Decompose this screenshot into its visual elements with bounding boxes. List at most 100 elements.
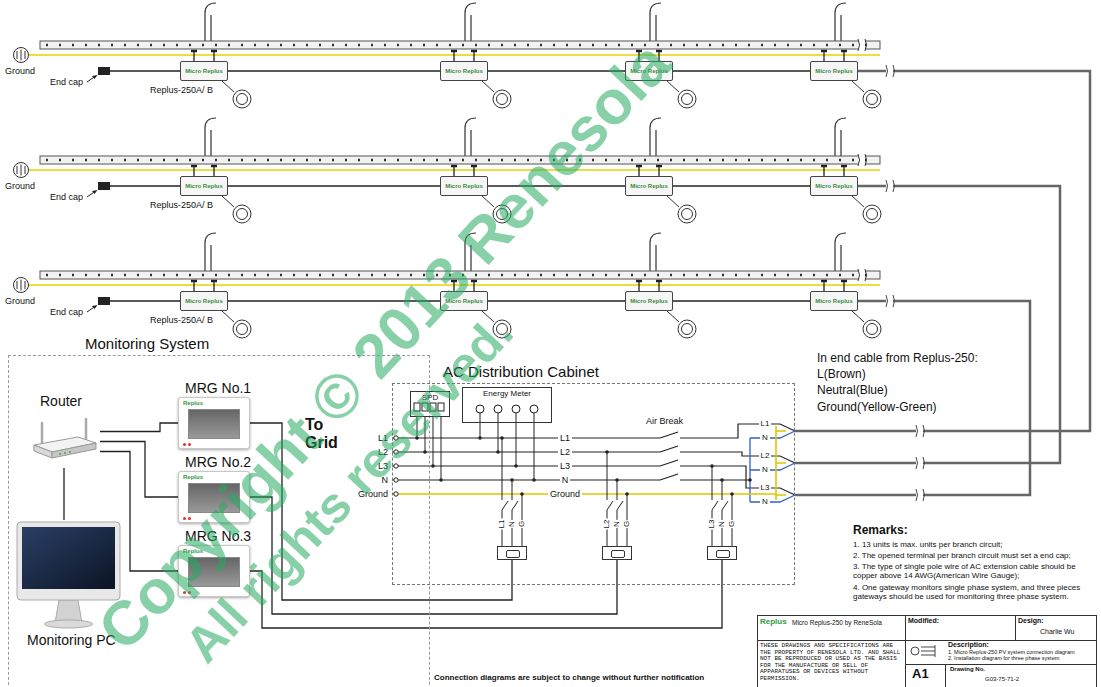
bus-label: Ground (548, 489, 582, 499)
bus-label: N (560, 475, 571, 485)
remark-item: 4. One gateway monitors single phase sys… (853, 583, 1097, 601)
brand-label: Replus (183, 474, 203, 481)
microinverter-box: Micro Replus (180, 291, 228, 311)
inverter-label: Micro Replus (185, 183, 223, 190)
text-group: In end cable from Replus-250:L(Brown)Neu… (817, 350, 1022, 415)
cable-note: Ground(Yellow-Green) (817, 399, 1022, 415)
title-cell: Micro Replus-250 by ReneSola (792, 619, 882, 626)
model-label: Replus-250A/ B (150, 315, 213, 325)
device-label: Energy Meter (483, 389, 531, 398)
terminal-label: N (760, 465, 770, 474)
remark-item: 3. The type of single pole wire of AC ex… (853, 562, 1097, 580)
microinverter-box: Micro Replus (810, 176, 858, 196)
connector-line (228, 70, 440, 71)
socket-box: L1NG (497, 546, 527, 560)
connector-line (795, 301, 1030, 495)
terminal-label: N (760, 433, 770, 442)
remark-item: 1. 13 units is max. units per branch cir… (853, 540, 1097, 549)
microinverter-box: Micro Replus (180, 61, 228, 81)
inverter-label: Micro Replus (185, 68, 223, 75)
footer-note: Connection diagrams are subject to chang… (434, 673, 704, 682)
cable-note: Neutral(Blue) (817, 382, 1022, 398)
socket-face (506, 550, 520, 558)
microinverter-box: Micro Replus (440, 61, 488, 81)
gateway-heading: MRG No.1 (185, 380, 251, 396)
region-heading: Monitoring System (85, 335, 209, 352)
inverter-label: Micro Replus (445, 183, 483, 190)
connector-line (673, 185, 810, 186)
pin-label: L2 (603, 519, 611, 530)
connector-line (795, 186, 1060, 463)
drawing-number: G03-75-71-2 (985, 676, 1019, 683)
socket-face (716, 550, 730, 558)
description-item: 2. Installation diagram for three phase … (948, 655, 1096, 661)
inverter-label: Micro Replus (815, 298, 853, 305)
socket-face (611, 550, 625, 558)
remarks-heading: Remarks: (853, 524, 1097, 538)
pin-label: G (623, 520, 631, 528)
gateway-screen (188, 409, 240, 439)
microinverter-box: Micro Replus (180, 176, 228, 196)
terminal-label: L1 (759, 419, 772, 428)
pin-label: N (613, 520, 621, 528)
title-cell: Design: (1018, 617, 1044, 625)
title-cell: Drawing No. (950, 666, 985, 673)
terminal-label: L3 (759, 483, 772, 492)
status-led (188, 443, 191, 446)
title-cell: Modified: (908, 617, 939, 625)
property-note: THESE DRAWINGS AND SPECIFICATIONS ARE TH… (760, 643, 902, 683)
ground-label: Ground (5, 181, 35, 191)
pc-label: Monitoring PC (27, 632, 116, 648)
part-label: End cap (50, 307, 83, 317)
connector-line (228, 185, 440, 186)
connector-line (100, 442, 178, 498)
pin-label: G (728, 520, 736, 528)
cable-note: L(Brown) (817, 366, 1022, 382)
terminal-label: N (760, 497, 770, 506)
model-label: Replus-250A/ B (150, 200, 213, 210)
title-cell: Charlie Wu (1040, 628, 1075, 636)
pin-label: N (508, 520, 516, 528)
microinverter-box: Micro Replus (625, 176, 673, 196)
socket-box: L2NG (602, 546, 632, 560)
inverter-label: Micro Replus (815, 183, 853, 190)
pin-label: L1 (498, 519, 506, 530)
inverter-label: Micro Replus (630, 298, 668, 305)
pin-label: L3 (708, 519, 716, 530)
sheet-size: A1 (912, 667, 929, 682)
description-item: 1. Micro Replus-250 PV system connection… (948, 649, 1096, 655)
connector-line (673, 300, 810, 301)
part-label: End cap (50, 192, 83, 202)
text-group: Description:1. Micro Replus-250 PV syste… (948, 641, 1096, 662)
inverter-label: Micro Replus (185, 298, 223, 305)
router-icon (28, 415, 100, 468)
connector-line (795, 71, 1090, 431)
socket-box: L3NG (707, 546, 737, 560)
router-node: Router (28, 415, 100, 468)
microinverter-box: Micro Replus (810, 291, 858, 311)
status-led (183, 443, 186, 446)
brand-label: Replus (760, 617, 787, 626)
cable-note: In end cable from Replus-250: (817, 350, 1022, 366)
inverter-label: Micro Replus (815, 68, 853, 75)
bus-label: L1 (558, 433, 572, 443)
text-group: Remarks: 1. 13 units is max. units per br… (853, 524, 1097, 601)
bus-label: L2 (558, 447, 572, 457)
microinverter-box: Micro Replus (810, 61, 858, 81)
inverter-label: Micro Replus (445, 68, 483, 75)
pin-label: G (518, 520, 526, 528)
title-cell: Description: (948, 641, 1096, 649)
model-label: Replus-250A/ B (150, 85, 213, 95)
connector-line (100, 423, 178, 432)
connector-line (488, 300, 625, 301)
gateway-box: MRG No.1Replus (178, 397, 250, 449)
microinverter-box: Micro Replus (625, 291, 673, 311)
connector-line (673, 70, 810, 71)
bus-label: L3 (558, 461, 572, 471)
remark-item: 2. The opened terminal per branch circui… (853, 551, 1097, 560)
inverter-label: Micro Replus (630, 183, 668, 190)
router-label: Router (40, 393, 82, 409)
connector-line (63, 468, 64, 520)
brand-label: Replus (183, 400, 203, 407)
